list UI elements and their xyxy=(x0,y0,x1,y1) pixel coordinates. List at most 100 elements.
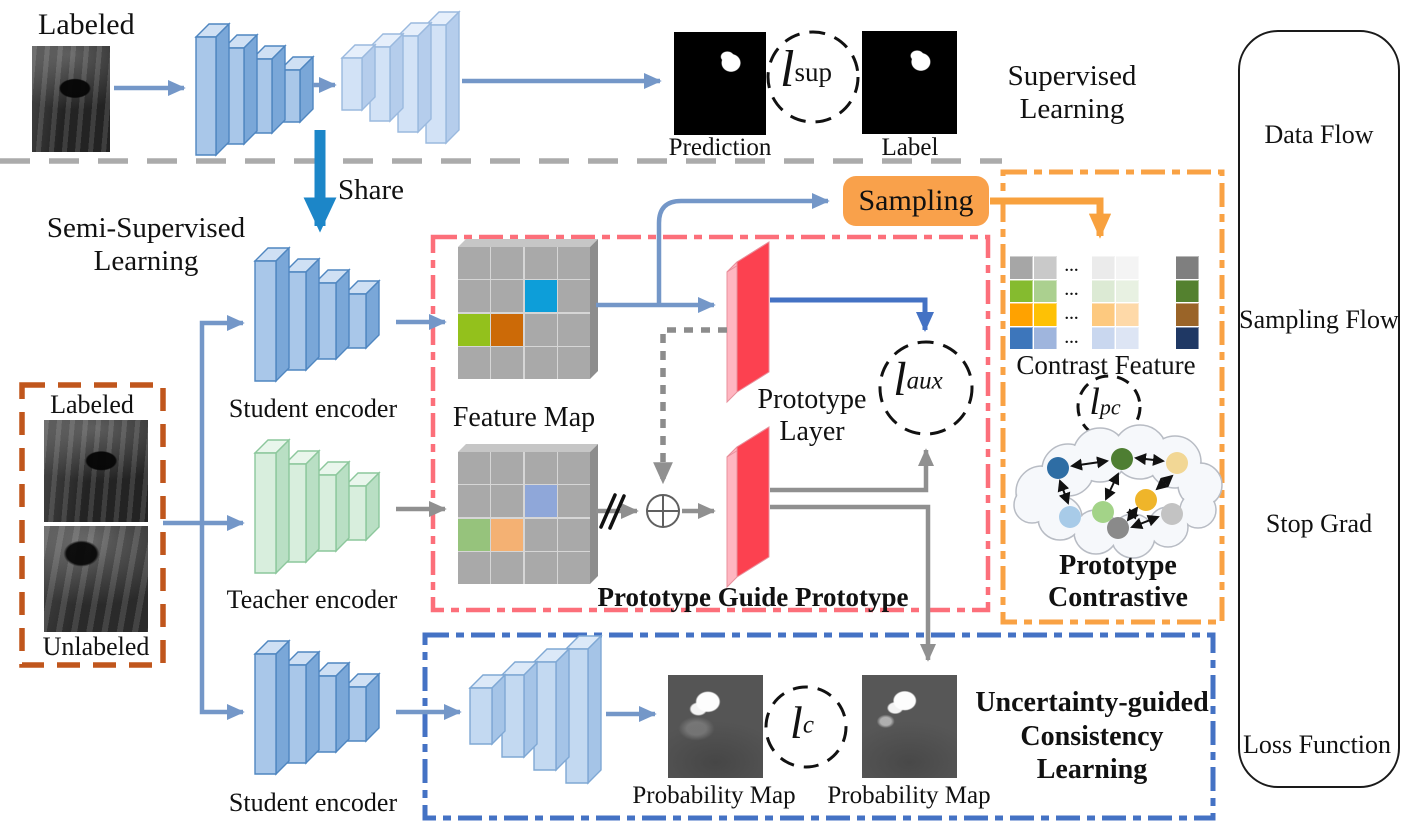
feature-cell xyxy=(458,552,490,584)
legend-stop-grad-label: Stop Grad xyxy=(1265,509,1373,538)
contrast-cell xyxy=(1092,303,1115,326)
contrast-feature-label: Contrast Feature xyxy=(1016,350,1196,380)
feature-cell xyxy=(458,518,490,551)
feature-map-teacher-3d xyxy=(458,444,598,584)
feature-cell xyxy=(458,452,490,484)
contrast-cell xyxy=(1010,279,1033,302)
prediction-mask-image xyxy=(674,32,766,135)
feature-cell xyxy=(491,347,524,379)
feature-cell xyxy=(524,313,557,346)
feature-cell xyxy=(458,347,490,379)
stop-grad-slash-icon xyxy=(599,493,626,530)
feature-map-student-3d xyxy=(458,239,598,379)
contrast-feature-column xyxy=(1034,256,1057,349)
feature-cell xyxy=(491,452,524,484)
decoder-bottom xyxy=(468,634,603,785)
gray-flow-arrows xyxy=(396,448,937,662)
prototype-node xyxy=(1111,448,1133,470)
decoder-supervised xyxy=(340,10,461,145)
consistency-box xyxy=(422,632,1216,821)
feature-cell xyxy=(458,247,490,279)
aux-loss-arrow xyxy=(770,297,934,333)
student-encoder-top xyxy=(253,246,381,383)
legend-data-flow-label: Data Flow xyxy=(1264,120,1374,149)
feature-cell xyxy=(524,452,557,484)
feature-cell xyxy=(491,280,524,313)
contrast-feature-column xyxy=(1092,256,1115,349)
student-encoder-bottom xyxy=(253,639,381,776)
feature-cell xyxy=(558,485,590,518)
feature-cell xyxy=(524,552,557,584)
prototype-node xyxy=(1166,452,1188,474)
feature-cell xyxy=(458,485,490,518)
ultrasound-image-labeled xyxy=(44,420,148,522)
prototype-node xyxy=(1092,501,1114,523)
feature-map-label: Feature Map xyxy=(452,402,596,433)
feature-cell xyxy=(558,552,590,584)
loss-sup: l sup xyxy=(780,41,832,98)
ultrasound-image-labeled-top xyxy=(32,46,110,152)
contrast-cell xyxy=(1092,279,1115,302)
loss-pc: l pc xyxy=(1089,381,1121,423)
plus-circle-icon xyxy=(646,494,680,528)
prototype-layer-teacher xyxy=(726,426,770,589)
contrast-cell xyxy=(1092,256,1115,279)
feature-cell xyxy=(524,347,557,379)
prototype-guide-prototype-label: Prototype Guide Prototype xyxy=(597,582,909,612)
feature-cell xyxy=(558,313,590,346)
contrast-cell xyxy=(1092,326,1115,349)
contrast-cell xyxy=(1176,256,1199,279)
contrast-cell xyxy=(1034,279,1057,302)
feature-cell xyxy=(458,280,490,313)
contrast-cell xyxy=(1034,303,1057,326)
prototype-node xyxy=(1135,489,1157,511)
input-images-box xyxy=(19,382,166,668)
probability-map-image-right xyxy=(862,675,957,778)
prototype-layer-student xyxy=(726,241,770,404)
contrast-cell xyxy=(1010,256,1033,279)
contrast-cell xyxy=(1010,326,1033,349)
labeled-label: Labeled xyxy=(50,390,134,419)
legend-panel xyxy=(1238,30,1400,788)
feature-cell xyxy=(558,347,590,379)
feature-cell xyxy=(491,313,524,346)
ultrasound-image-unlabeled xyxy=(44,526,148,632)
contrast-feature-column-prototype xyxy=(1176,256,1199,349)
contrast-cell xyxy=(1116,279,1139,302)
feature-cell xyxy=(491,552,524,584)
probability-map-image-left xyxy=(668,675,763,778)
feature-cell xyxy=(524,280,557,313)
student-encoder-bottom-label: Student encoder xyxy=(228,788,398,817)
contrast-cell xyxy=(1176,303,1199,326)
loss-aux: l aux xyxy=(893,353,943,406)
feature-cell xyxy=(491,518,524,551)
prediction-label: Prediction xyxy=(668,134,772,161)
contrast-cell xyxy=(1010,303,1033,326)
data-flow-arrows xyxy=(114,72,830,723)
contrastive-arrows xyxy=(1057,453,1174,530)
contrast-cell xyxy=(1034,256,1057,279)
prototype-node xyxy=(1107,517,1129,539)
share-label: Share xyxy=(338,174,405,206)
contrast-feature-ellipsis: ...... ...... xyxy=(1064,259,1080,347)
feature-cell xyxy=(558,247,590,279)
label-mask-image xyxy=(862,31,957,134)
contrast-cell xyxy=(1176,279,1199,302)
feature-cell xyxy=(491,247,524,279)
feature-cell xyxy=(524,247,557,279)
prototype-node xyxy=(1161,503,1183,525)
contrast-cell xyxy=(1116,303,1139,326)
sampling-box: Sampling xyxy=(843,176,989,226)
sampling-label: Sampling xyxy=(858,184,974,217)
feature-cell xyxy=(524,518,557,551)
contrast-cell xyxy=(1116,256,1139,279)
loss-c: l c xyxy=(790,697,814,748)
contrast-cell xyxy=(1034,326,1057,349)
feature-map-student xyxy=(458,247,590,379)
contrast-feature-column xyxy=(1116,256,1139,349)
